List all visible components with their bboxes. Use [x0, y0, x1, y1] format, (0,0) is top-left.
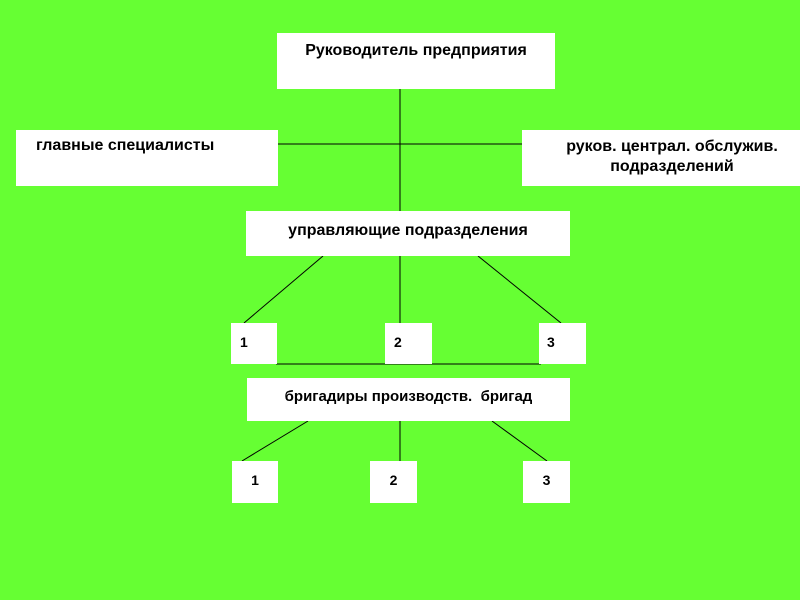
node-division-1-label: 1	[240, 334, 248, 350]
node-division-1: 1	[231, 323, 277, 364]
node-director-label: Руководитель предприятия	[305, 42, 527, 59]
connector-managing-to-division-3	[477, 255, 562, 324]
node-foremen-label: бригадиры производств. бригад	[284, 388, 533, 405]
node-central-services: руков. централ. обслужив. подразделений	[522, 130, 800, 186]
node-foremen: бригадиры производств. бригад	[247, 378, 570, 421]
node-brigade-1-label: 1	[251, 472, 259, 488]
node-chief-specialists: главные специалисты	[16, 130, 278, 186]
node-director: Руководитель предприятия	[277, 33, 555, 89]
connector-foremen-to-brigade-1	[241, 420, 309, 462]
node-managing-divisions-label: управляющие подразделения	[288, 222, 528, 239]
node-brigade-2-label: 2	[389, 472, 398, 488]
connector-foremen-to-brigade-3	[491, 420, 548, 462]
node-managing-divisions: управляющие подразделения	[246, 211, 570, 256]
node-division-3-label: 3	[547, 334, 555, 350]
node-brigade-3: 3	[523, 461, 570, 503]
node-division-2: 2	[385, 323, 432, 364]
node-division-2-label: 2	[394, 334, 402, 350]
node-brigade-2: 2	[370, 461, 417, 503]
node-division-3: 3	[539, 323, 586, 364]
node-chief-specialists-label: главные специалисты	[36, 137, 215, 154]
node-brigade-1: 1	[232, 461, 278, 503]
node-central-services-label: руков. централ. обслужив. подразделений	[566, 138, 778, 175]
node-brigade-3-label: 3	[542, 472, 551, 488]
connector-managing-to-division-1	[243, 255, 324, 324]
